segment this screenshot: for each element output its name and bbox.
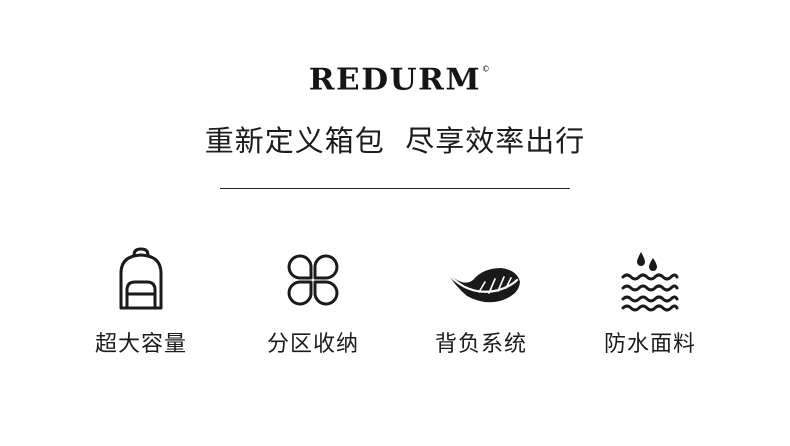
feather-icon [443,268,520,303]
feature-carry-system: 背负系统 [406,246,556,358]
clover-icon [287,254,339,306]
slogan: 重新定义箱包 尽享效率出行 [204,124,586,158]
feature-label: 防水面料 [603,332,696,357]
brand-logo: REDURM© [0,62,790,98]
feature-label: 分区收纳 [266,332,359,357]
divider [220,188,570,189]
feature-label: 超大容量 [94,332,187,357]
registered-mark: © [481,64,492,74]
feature-label: 背负系统 [434,332,527,357]
backpack-icon [119,247,163,310]
feature-compartments: 分区收纳 [238,246,388,358]
brand-name: REDURM© [308,62,492,98]
feature-capacity: 超大容量 [66,246,216,358]
feature-waterproof: 防水面料 [575,246,725,358]
water-waves-icon [621,252,679,312]
